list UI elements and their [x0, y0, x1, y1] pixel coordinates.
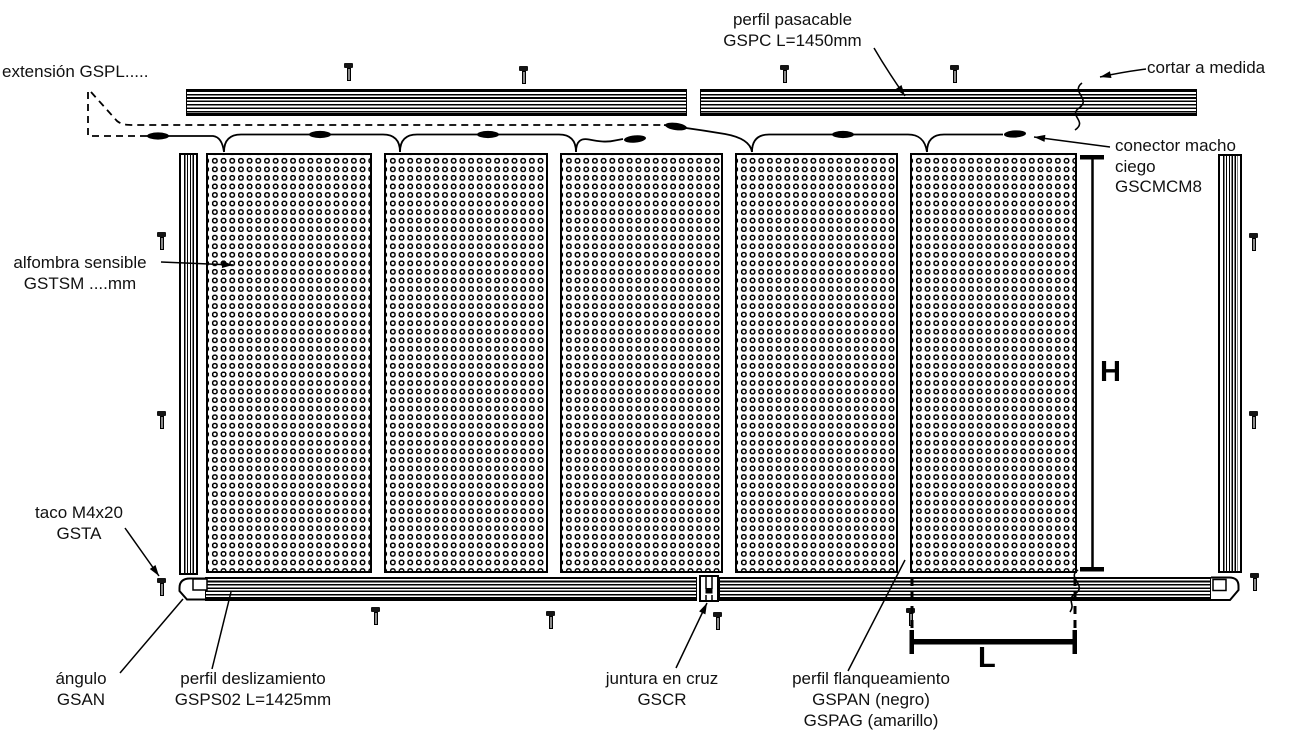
sensitive-mat-panel — [910, 153, 1077, 573]
label-deslizamiento: perfil deslizamiento GSPS02 L=1425mm — [158, 668, 348, 710]
left-edge-profile — [179, 153, 198, 575]
screw-icon — [546, 611, 555, 629]
leader-juntura — [675, 602, 708, 669]
male-connector-icon — [832, 130, 854, 139]
mat-cable — [223, 133, 401, 153]
label-flanqueamiento: perfil flanqueamiento GSPAN (negro) GSPA… — [775, 668, 967, 731]
corner-angle-right — [1211, 576, 1240, 601]
blind-male-connector-icon — [1004, 130, 1026, 138]
label-juntura: juntura en cruz GSCR — [592, 668, 732, 710]
label-angulo: ángulo GSAN — [36, 668, 126, 710]
label-line: ciego — [1115, 156, 1156, 176]
screw-icon — [371, 607, 380, 625]
mat-cable — [399, 133, 577, 153]
label-taco: taco M4x20 GSTA — [24, 502, 134, 544]
screw-icon — [1249, 411, 1258, 429]
label-line: GSPAN (negro) — [812, 690, 930, 709]
label-line: GSPC L=1450mm — [723, 31, 862, 50]
sensitive-mat-panel — [206, 153, 372, 573]
cable-connectors — [147, 122, 1026, 143]
label-line: perfil pasacable — [732, 10, 853, 29]
label-line: perfil flanqueamiento — [792, 669, 950, 688]
leader-angulo — [119, 598, 184, 674]
cross-junction — [699, 575, 719, 602]
mat-cable — [140, 135, 225, 153]
label-line: GSPS02 L=1425mm — [174, 690, 332, 709]
screw-icon — [344, 63, 353, 81]
sensitive-mat-panel — [384, 153, 548, 573]
mat-cable — [926, 133, 1003, 153]
corner-angle-left — [178, 577, 205, 601]
profile-stripes — [183, 155, 194, 573]
label-line: GSAN — [56, 690, 106, 709]
leader-conector — [1033, 136, 1111, 148]
label-line: GSCMCM8 — [1115, 177, 1202, 196]
dimension-label-l: L — [978, 642, 996, 674]
screw-icon — [519, 66, 528, 84]
male-connector-icon — [147, 132, 169, 140]
screw-icon — [950, 65, 959, 83]
cable-duct-profile-left — [186, 89, 687, 116]
leader-deslizamiento — [211, 591, 232, 670]
label-line: GSTA — [56, 524, 102, 543]
label-cortar: cortar a medida — [1147, 58, 1266, 77]
screw-icon — [780, 65, 789, 83]
sensitive-mat-panel — [735, 153, 898, 573]
label-line: taco M4x20 — [35, 503, 123, 522]
screw-icon — [906, 608, 915, 626]
label-line: perfil deslizamiento — [180, 669, 326, 688]
label-extension: extensión GSPL..... — [2, 62, 149, 81]
screw-icon — [157, 578, 166, 596]
profile-stripes — [1222, 156, 1238, 571]
mat-cable — [751, 133, 928, 153]
label-line: conector macho — [1115, 136, 1236, 155]
label-line: GSCR — [637, 690, 687, 709]
label-line: alfombra sensible — [13, 253, 147, 272]
sliding-profile-right — [719, 577, 1211, 601]
label-line: ángulo — [55, 669, 107, 688]
screw-icon — [1250, 573, 1259, 591]
dimension-label-h: H — [1100, 356, 1121, 388]
label-pasacable: perfil pasacable GSPC L=1450mm — [690, 9, 895, 51]
label-alfombra: alfombra sensible GSTSM ....mm — [0, 252, 160, 294]
male-connector-icon — [624, 135, 646, 143]
cable-duct-profile-right — [700, 89, 1197, 116]
male-connector-icon — [665, 122, 687, 131]
screw-icon — [713, 612, 722, 630]
mat-cable — [575, 138, 624, 153]
label-line: GSPAG (amarillo) — [803, 711, 939, 730]
leader-cortar — [1099, 68, 1147, 78]
label-line: juntura en cruz — [605, 669, 719, 688]
label-conector: conector macho ciego GSCMCM8 — [1115, 136, 1236, 198]
sliding-profile-left — [205, 577, 697, 601]
label-line: GSTSM ....mm — [23, 274, 137, 293]
right-edge-profile — [1218, 154, 1242, 573]
extension-cable-dashed — [87, 92, 140, 137]
sensitive-mat-panel — [560, 153, 723, 573]
screw-icon — [157, 232, 166, 250]
screw-icon — [157, 411, 166, 429]
mat-cable — [663, 124, 753, 153]
screw-icon — [1249, 233, 1258, 251]
male-connector-icon — [309, 130, 331, 139]
male-connector-icon — [477, 130, 499, 139]
